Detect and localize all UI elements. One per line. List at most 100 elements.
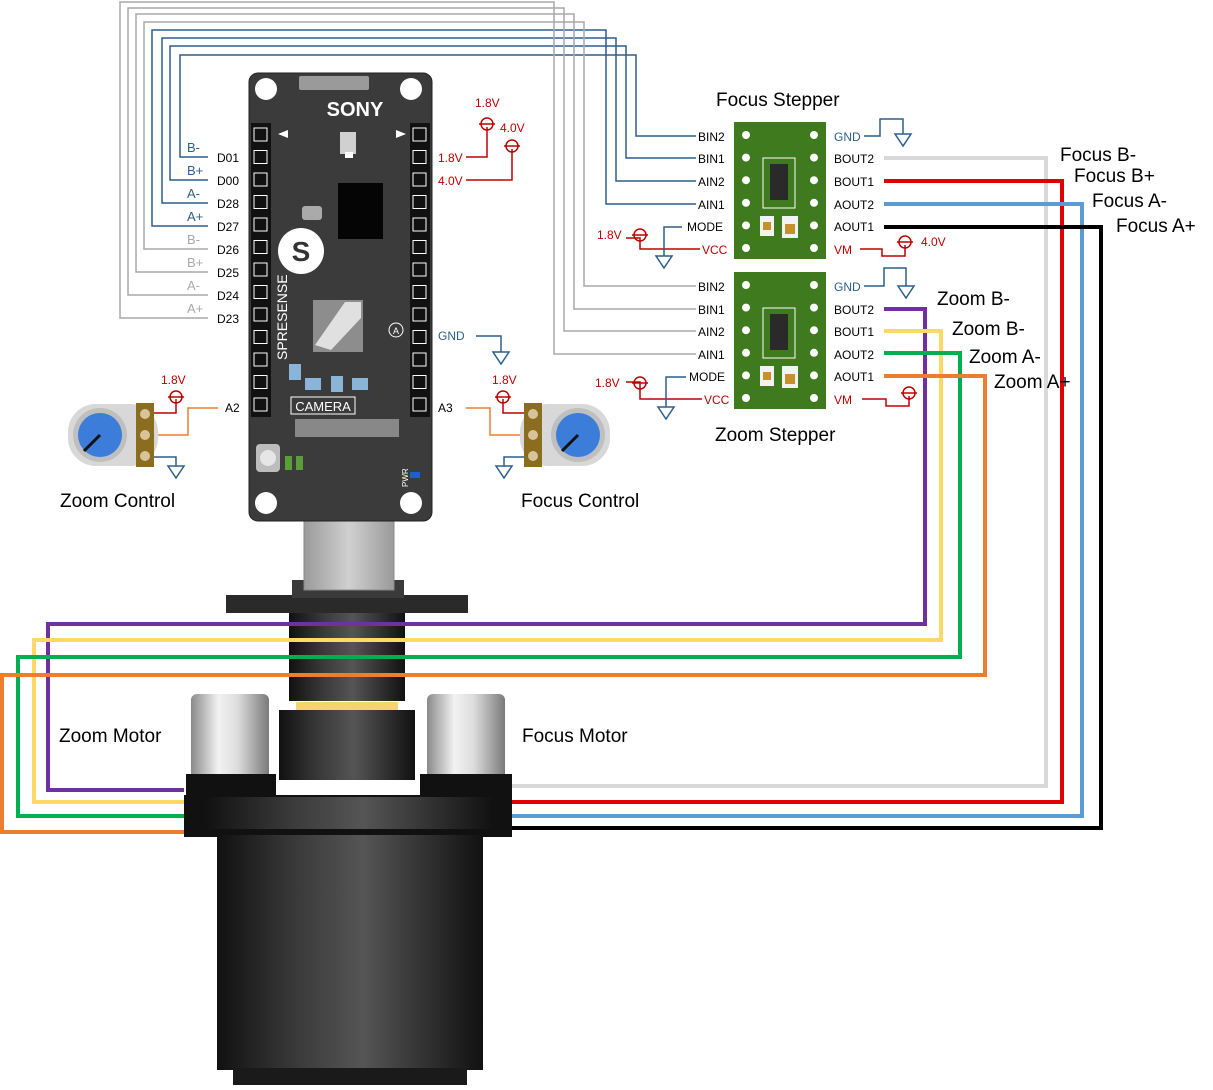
pin-label: D24 — [217, 289, 239, 303]
header-pin — [253, 150, 268, 164]
a-mark: A — [393, 326, 399, 336]
driver-pin-hole — [810, 281, 818, 289]
header-pin — [412, 397, 427, 412]
zoom-control-label: Zoom Control — [60, 491, 175, 512]
zoom-pin-mode: MODE — [689, 370, 725, 384]
focus-pin-vcc: VCC — [702, 243, 728, 257]
header-pin — [253, 330, 268, 344]
focus-b-plus-label: Focus B+ — [1074, 166, 1155, 187]
focus-pin-vm: VM — [834, 243, 852, 257]
pwr-label: PWR — [401, 468, 410, 487]
header-pin — [412, 375, 427, 389]
driver-pin-hole — [810, 326, 818, 335]
focus-control-pot: A3 1.8V Focus Control — [438, 373, 639, 512]
focus-pin-bin2: BIN2 — [698, 130, 725, 144]
driver-pin-hole — [810, 221, 818, 230]
zoom-stepper-title: Zoom Stepper — [715, 425, 836, 446]
pot-voltage: 1.8V — [492, 373, 517, 387]
board-4v0-label: 4.0V — [438, 174, 463, 188]
signal-label: A- — [187, 186, 200, 201]
header-pin — [412, 150, 427, 164]
focus-control-label: Focus Control — [521, 491, 639, 512]
focus-pin-ain1: AIN1 — [698, 198, 725, 212]
pin-label: D27 — [217, 220, 239, 234]
zoom-pin-ain1: AIN1 — [698, 348, 725, 362]
zoom-pin-aout2: AOUT2 — [834, 348, 874, 362]
pin-label: D23 — [217, 312, 239, 326]
header-pin — [253, 352, 268, 367]
driver-pin-hole — [810, 371, 818, 380]
zoom-a-plus-label: Zoom A+ — [994, 372, 1071, 393]
focus-mode-voltage: 1.8V — [597, 228, 622, 242]
driver-pin-hole — [810, 394, 818, 402]
board-brand: SONY — [327, 99, 384, 121]
zoom-pin-vm: VM — [834, 393, 852, 407]
focus-motor-label: Focus Motor — [522, 726, 628, 747]
focus-pin-mode: MODE — [687, 220, 723, 234]
board-power-pins: 1.8V 4.0V 1.8V 4.0V GND — [438, 96, 525, 366]
left-signal-labels: B- B+ A- A+ B- B+ A- A+ — [187, 140, 203, 316]
signal-label: B+ — [187, 163, 203, 178]
zoom-pin-gnd: GND — [834, 280, 861, 294]
focus-a-plus-label: Focus A+ — [1116, 216, 1196, 237]
focus-pin-bout1: BOUT1 — [834, 175, 874, 189]
driver-pin-hole — [742, 153, 750, 162]
driver-pin-hole — [810, 176, 818, 185]
left-pin-labels: D01 D00 D28 D27 D26 D25 D24 D23 — [217, 151, 239, 326]
header-pin — [253, 307, 268, 322]
motor-wires — [0, 156, 1103, 834]
header-pin — [253, 285, 268, 299]
header-pin — [412, 240, 427, 254]
header-pin — [412, 330, 427, 344]
header-pin — [412, 195, 427, 209]
ground-symbol — [491, 351, 511, 366]
s-logo: S — [292, 236, 311, 267]
header-pin — [412, 262, 427, 277]
focus-b-minus-label: Focus B- — [1060, 145, 1136, 166]
signal-label: A+ — [187, 301, 203, 316]
driver-pin-hole — [810, 303, 818, 312]
signal-label: B- — [187, 232, 200, 247]
zoom-output-labels: Zoom B- Zoom B- Zoom A- Zoom A+ — [937, 289, 1071, 393]
zoom-a-minus-label: Zoom A- — [969, 347, 1041, 368]
pin-label: D00 — [217, 174, 239, 188]
supply-1v8: 1.8V — [475, 96, 500, 110]
focus-stepper-title: Focus Stepper — [716, 90, 840, 111]
analog-a3: A3 — [438, 401, 453, 415]
header-pin — [412, 352, 427, 367]
zoom-pin-bin1: BIN1 — [698, 303, 725, 317]
signal-label: A- — [187, 278, 200, 293]
driver-pin-hole — [742, 371, 750, 380]
focus-pin-ain2: AIN2 — [698, 175, 725, 189]
signal-label: A+ — [187, 209, 203, 224]
focus-pin-bin1: BIN1 — [698, 152, 725, 166]
zoom-control-pot: A2 1.8V Zoom Control — [60, 373, 240, 512]
focus-vm-voltage: 4.0V — [921, 235, 946, 249]
header-pin — [253, 217, 268, 232]
pin-label: D01 — [217, 151, 239, 165]
signal-wires — [119, 1, 696, 355]
header-pin — [412, 172, 427, 187]
driver-pin-hole — [742, 281, 750, 289]
driver-pin-hole — [742, 198, 750, 207]
focus-stepper-driver: Focus Stepper BIN2 BIN1 AIN2 AIN1 MODE V… — [597, 90, 946, 270]
camera-label: CAMERA — [295, 399, 351, 414]
focus-pin-aout1: AOUT1 — [834, 220, 874, 234]
zoom-b-plus-label: Zoom B- — [952, 319, 1025, 340]
signal-label: B- — [187, 140, 200, 155]
driver-pin-hole — [810, 198, 818, 207]
zoom-pin-bout2: BOUT2 — [834, 303, 874, 317]
driver-pin-hole — [742, 303, 750, 312]
driver-pin-hole — [742, 131, 750, 139]
board-gnd-label: GND — [438, 329, 465, 343]
pin-label: D26 — [217, 243, 239, 257]
board-name: SPRESENSE — [274, 274, 290, 360]
driver-pin-hole — [810, 244, 818, 252]
driver-pin-hole — [742, 348, 750, 357]
supply-4v0: 4.0V — [500, 121, 525, 135]
zoom-pin-vcc: VCC — [704, 393, 730, 407]
zoom-pin-bout1: BOUT1 — [834, 325, 874, 339]
driver-pin-hole — [742, 394, 750, 402]
driver-pin-hole — [742, 221, 750, 230]
